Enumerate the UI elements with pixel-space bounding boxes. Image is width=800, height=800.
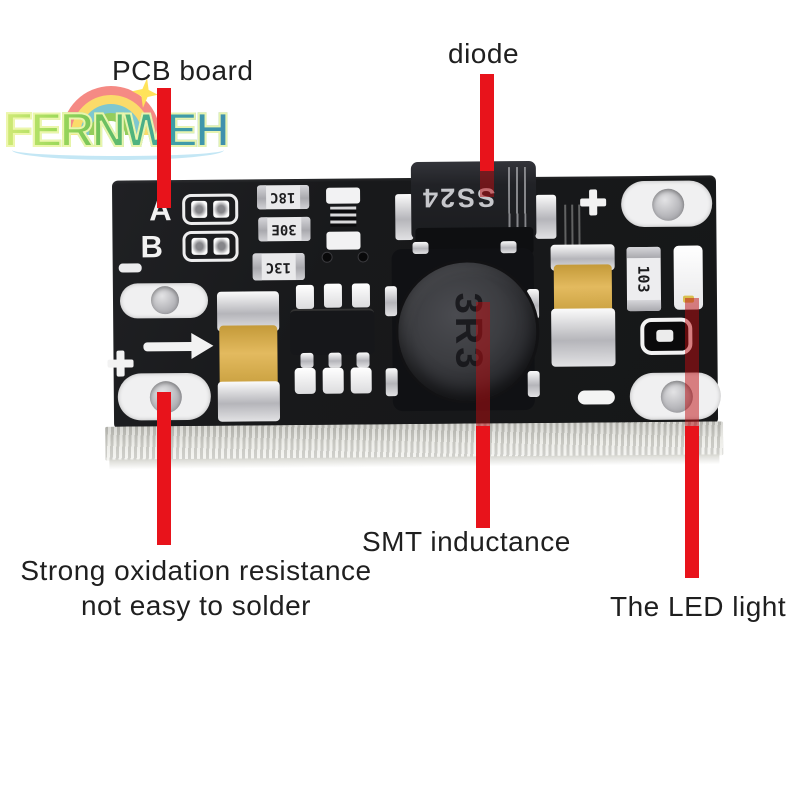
mounting-hole	[620, 180, 713, 228]
smt-inductor: 3R3	[394, 258, 540, 405]
solder-pad	[326, 187, 361, 204]
label-pcb-board: PCB board	[112, 55, 254, 86]
resistor-terminal	[295, 252, 305, 281]
annotation-line-led	[685, 426, 699, 578]
label-oxidation-line1: Strong oxidation resistance	[20, 555, 372, 586]
ic-leg	[328, 352, 342, 368]
smd-resistor: 18C	[256, 184, 310, 210]
label-oxidation-line2: not easy to solder	[80, 590, 312, 621]
resistor-terminal	[258, 217, 268, 242]
ic-pad	[294, 367, 316, 395]
mounting-hole	[629, 372, 722, 421]
resistor-terminal	[627, 299, 662, 312]
resistor-terminal	[626, 246, 661, 259]
inductor-pad	[385, 368, 398, 397]
resistor-terminal	[299, 184, 310, 209]
annotation-line-diode-overlay	[480, 171, 494, 197]
hole	[652, 188, 685, 221]
arrow-head	[191, 332, 214, 359]
capacitor-terminal	[551, 308, 616, 367]
inductor-pad	[412, 241, 429, 255]
ic-sot23	[290, 308, 375, 356]
plus-silkscreen-icon	[107, 350, 134, 377]
rainbow-band	[97, 121, 125, 135]
annotation-line-diode	[480, 74, 494, 171]
cathode-stripes	[507, 167, 527, 230]
logo-swoosh	[12, 140, 224, 160]
ic-pad	[350, 367, 372, 394]
label-diode: diode	[448, 38, 520, 69]
inductor-pad	[384, 286, 398, 317]
ic-pad	[323, 283, 343, 308]
resistor-terminal	[252, 253, 262, 281]
solder-pad	[191, 237, 208, 255]
via	[321, 251, 333, 263]
annotation-line-oxidation	[157, 392, 171, 545]
resistor-marking: 13C	[265, 258, 292, 275]
label-led-light: The LED light	[610, 591, 787, 622]
smd-resistor-vertical: 103	[626, 246, 662, 312]
label-smt-inductance: SMT inductance	[362, 526, 571, 557]
smd-capacitor	[219, 325, 278, 388]
plus-bar	[116, 350, 125, 377]
ic-pad	[295, 284, 315, 310]
hole	[150, 286, 180, 315]
inductor-pad	[500, 241, 517, 254]
annotation-line-pcb-board	[157, 88, 171, 208]
smd-capacitor	[553, 264, 613, 315]
capacitor-terminal	[217, 381, 281, 422]
annotation-line-inductance	[476, 426, 490, 528]
ic-leg	[356, 352, 370, 368]
plus-bar	[589, 189, 598, 216]
pcb-board: A B 18C 30E	[107, 160, 722, 430]
via	[357, 251, 369, 263]
arrow-shaft	[143, 341, 196, 352]
solder-pad	[213, 237, 230, 255]
mounting-hole	[119, 282, 209, 319]
resistor-marking: 30E	[271, 221, 298, 238]
solder-pad-pair-b	[182, 230, 239, 263]
ic-pad	[322, 367, 344, 394]
solder-pad	[191, 200, 208, 218]
resistor-marking: 103	[634, 265, 653, 293]
silkscreen-dash	[118, 263, 142, 273]
diode-body	[330, 206, 357, 227]
ic-leg	[300, 352, 314, 369]
solder-pad	[213, 200, 230, 218]
plus-silkscreen-icon	[580, 189, 607, 216]
silkscreen-label-b: B	[140, 229, 164, 265]
silkscreen-pill	[577, 390, 615, 405]
ic-pad	[351, 283, 371, 308]
annotation-line-inductance-overlay	[476, 302, 490, 426]
arrow-silkscreen-icon	[143, 332, 215, 359]
resistor-terminal	[301, 216, 311, 241]
component-pad	[656, 329, 674, 342]
inductor-pad	[527, 370, 540, 398]
smd-diode-d1	[326, 187, 361, 250]
solder-pad-pair-a	[182, 193, 239, 226]
annotation-line-led-overlay	[685, 298, 699, 426]
label-oxidation: Strong oxidation resistance not easy to …	[0, 553, 392, 623]
diode-lead	[535, 194, 557, 239]
resistor-terminal	[256, 185, 267, 210]
solder-pad	[326, 231, 361, 250]
smd-resistor: 13C	[252, 252, 305, 281]
resistor-marking: 18C	[270, 189, 296, 206]
brand-watermark: FERNWEH	[3, 84, 254, 170]
smd-resistor: 30E	[258, 216, 311, 242]
